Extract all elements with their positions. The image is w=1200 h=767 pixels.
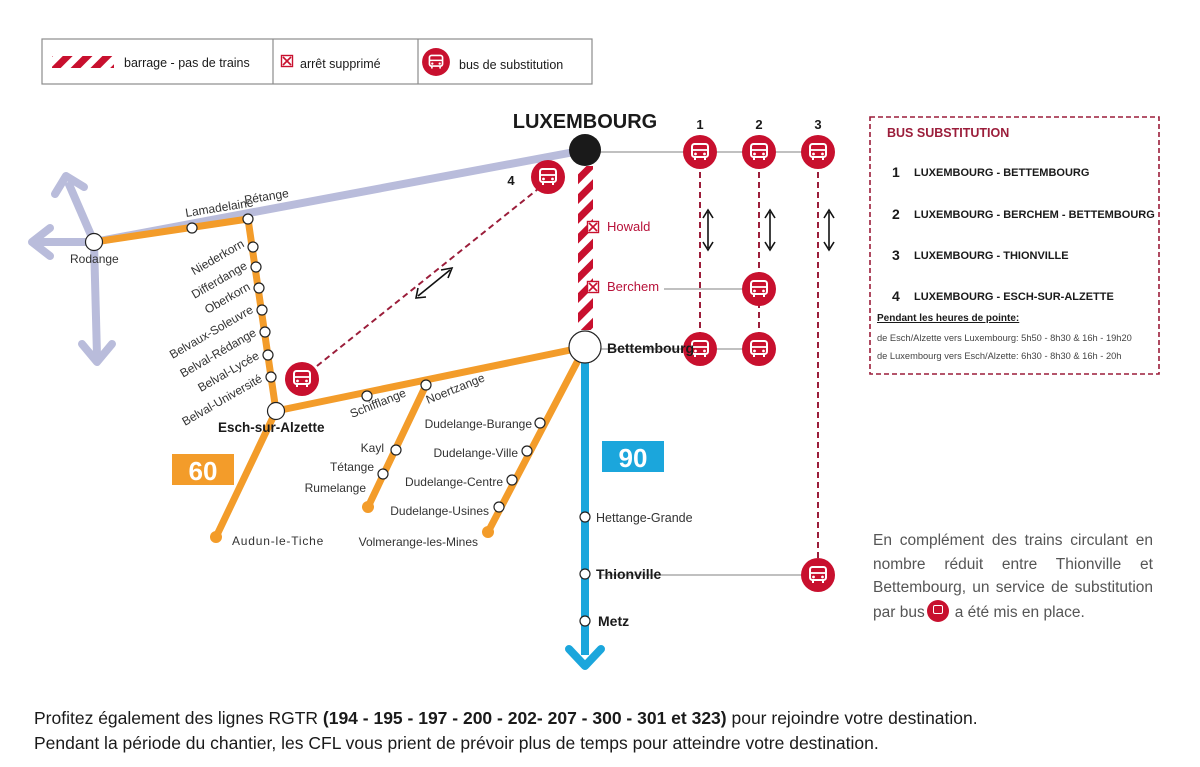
bus-icon-route2-lux (741, 134, 777, 170)
legend-bus-label: bus de substitution (459, 58, 563, 72)
panel-route-name-2: LUXEMBOURG - BERCHEM - BETTEMBOURG (914, 209, 1155, 221)
info-text-before: En complément des trains circulant en no… (873, 532, 1153, 621)
footer-line-1-start: Profitez également des lignes RGTR (34, 708, 323, 728)
station-dudelange-centre: Dudelange-Centre (405, 475, 503, 489)
line-90-label: 90 (619, 443, 648, 473)
bus-icon (926, 599, 949, 622)
panel-route-num-2: 2 (892, 206, 900, 222)
bus-substitution-panel: BUS SUBSTITUTION 1 LUXEMBOURG - BETTEMBO… (869, 116, 1160, 375)
panel-route-name-4: LUXEMBOURG - ESCH-SUR-ALZETTE (914, 291, 1114, 303)
direction-arrows (415, 208, 835, 299)
closure-hatch-icon (52, 56, 114, 68)
stop-removed-icon (280, 54, 294, 68)
station-kayl: Kayl (361, 441, 384, 455)
footer-line-1: Profitez également des lignes RGTR (194 … (34, 706, 978, 731)
station-dudelange-usines: Dudelange-Usines (390, 504, 489, 518)
bus-icon-route4-esch (284, 361, 320, 397)
station-dudelange-burange: Dudelange-Burange (425, 417, 533, 431)
bus-icon-route3-thionville (800, 557, 836, 593)
station-rumelange: Rumelange (305, 481, 367, 495)
bus-icon (421, 47, 451, 77)
bus-routes-dashed (301, 152, 819, 575)
panel-title: BUS SUBSTITUTION (887, 126, 1009, 140)
line-90-blue (565, 347, 605, 670)
bus-number-2: 2 (755, 117, 762, 132)
berchem-removed-icon (586, 280, 600, 294)
station-luxembourg: LUXEMBOURG (513, 111, 657, 133)
line-60-badge (172, 454, 234, 485)
bus-icon-route1-lux (682, 134, 718, 170)
network-map: barrage - pas de trains arrêt supprimé b… (28, 38, 1160, 670)
bus-number-3: 3 (814, 117, 821, 132)
station-dudelange-ville: Dudelange-Ville (433, 446, 518, 460)
panel-peak-2: de Luxembourg vers Esch/Alzette: 6h30 - … (877, 351, 1121, 361)
legend-closure-label: barrage - pas de trains (124, 56, 250, 70)
bus-icon-route2-bettembourg (741, 331, 777, 367)
footer-notice: Profitez également des lignes RGTR (194 … (34, 706, 978, 756)
line-90-badge (602, 441, 664, 472)
substitution-info: En complément des trains circulant en no… (873, 529, 1153, 624)
station-tetange: Tétange (330, 460, 374, 474)
bus-number-4: 4 (507, 173, 515, 188)
footer-line-1-end: pour rejoindre votre destination. (726, 708, 978, 728)
bus-icon-route2-berchem (741, 271, 777, 307)
station-berchem: Berchem (607, 279, 659, 294)
station-rodange: Rodange (70, 252, 119, 266)
station-audun: Audun-le-Tiche (232, 534, 324, 548)
line-60-label: 60 (189, 456, 218, 486)
info-text-after: a été mis en place. (954, 603, 1085, 621)
station-hettange: Hettange-Grande (596, 511, 693, 525)
station-thionville: Thionville (596, 566, 662, 582)
panel-route-num-3: 3 (892, 247, 900, 263)
station-petange: Pétange (243, 186, 290, 207)
panel-peak-1: de Esch/Alzette vers Luxembourg: 5h50 - … (877, 333, 1132, 343)
panel-route-name-1: LUXEMBOURG - BETTEMBOURG (914, 167, 1089, 179)
station-howald: Howald (607, 219, 650, 234)
panel-route-num-1: 1 (892, 164, 900, 180)
station-esch: Esch-sur-Alzette (218, 420, 325, 435)
luxembourg-station-dot (569, 134, 601, 166)
panel-route-name-3: LUXEMBOURG - THIONVILLE (914, 250, 1069, 262)
bus-number-1: 1 (696, 117, 703, 132)
station-metz: Metz (598, 613, 629, 629)
station-volmerange: Volmerange-les-Mines (359, 535, 478, 549)
legend-frame (41, 38, 593, 85)
station-bettembourg: Bettembourg (607, 340, 694, 356)
bus-icon-route3-lux (800, 134, 836, 170)
footer-line-2: Pendant la période du chantier, les CFL … (34, 733, 879, 753)
closure-section (578, 166, 593, 330)
footer-rgtr-lines: (194 - 195 - 197 - 200 - 202- 207 - 300 … (322, 708, 727, 728)
panel-peak-title: Pendant les heures de pointe: (877, 313, 1019, 324)
legend: barrage - pas de trains arrêt supprimé b… (41, 38, 593, 85)
howald-removed-icon (586, 220, 600, 234)
legend-stop-removed-label: arrêt supprimé (300, 57, 381, 71)
bus-icon-route4-lux (530, 159, 566, 195)
panel-route-num-4: 4 (892, 288, 900, 304)
station-dots (84, 213, 602, 627)
